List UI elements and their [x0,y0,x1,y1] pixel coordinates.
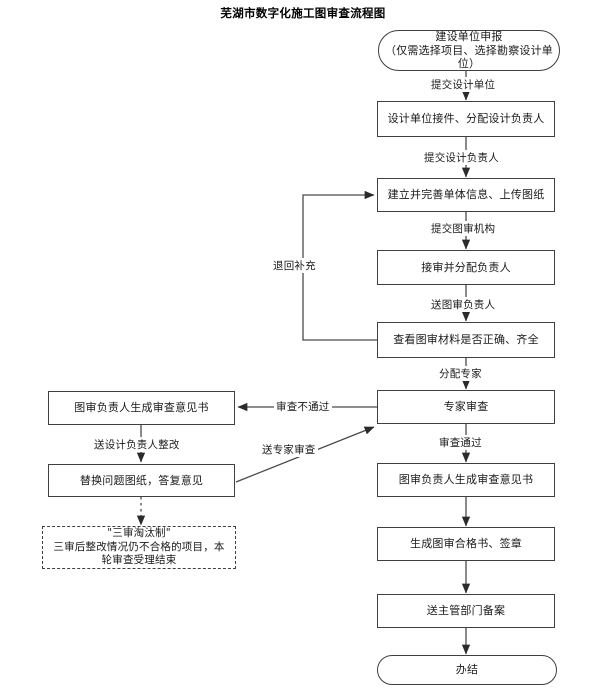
edge-label-submit-design-lead: 提交设计负责人 [422,150,501,165]
node-check-materials-label: 查看图审材料是否正确、齐全 [393,333,539,347]
edge-label-submit-design-unit: 提交设计单位 [429,77,498,92]
node-opinion-fail[interactable]: 图审负责人生成审查意见书 [48,391,235,425]
node-expert-review-label: 专家审查 [443,400,489,414]
node-replace-drawings-label: 替换问题图纸，答复意见 [79,473,204,487]
node-build-info[interactable]: 建立并完善单体信息、上传图纸 [377,178,555,212]
edge-label-review-passed: 审查通过 [437,435,484,450]
edge-label-submit-review-org: 提交图审机构 [429,221,498,236]
page-title: 芜湖市数字化施工图审查流程图 [220,6,386,20]
node-certificate-label: 生成图审合格书、签章 [410,537,522,551]
node-done-label: 办结 [455,663,479,677]
node-accept[interactable]: 接审并分配负责人 [377,250,555,285]
edge-label-send-expert-review: 送专家审查 [260,442,318,457]
node-expert-review[interactable]: 专家审查 [377,390,555,424]
node-record-filing[interactable]: 送主管部门备案 [377,594,555,628]
edge-label-assign-expert: 分配专家 [437,366,484,381]
node-build-info-label: 建立并完善单体信息、上传图纸 [387,188,545,202]
node-opinion-pass[interactable]: 图审负责人生成审查意见书 [377,463,555,497]
node-done[interactable]: 办结 [377,655,557,685]
node-eliminate-rule[interactable]: "三审淘汰制" 三审后整改情况仍不合格的项目，本轮审查受理结束 [42,526,236,569]
node-record-filing-label: 送主管部门备案 [426,604,506,618]
node-design-unit-label: 设计单位接件、分配设计负责人 [387,112,545,126]
node-accept-label: 接审并分配负责人 [421,260,511,274]
node-check-materials[interactable]: 查看图审材料是否正确、齐全 [377,322,555,358]
node-eliminate-rule-label: "三审淘汰制" 三审后整改情况仍不合格的项目，本轮审查受理结束 [53,527,225,567]
edge-label-send-design-lead-fix: 送设计负责人整改 [92,437,182,452]
node-apply[interactable]: 建设单位申报 （仅需选择项目、选择勘察设计单位） [378,30,560,71]
edge-label-review-failed: 审查不通过 [274,399,332,414]
edge-label-send-review-lead: 送图审负责人 [429,297,498,312]
node-opinion-pass-label: 图审负责人生成审查意见书 [398,473,534,487]
node-replace-drawings[interactable]: 替换问题图纸，答复意见 [48,464,235,497]
node-certificate[interactable]: 生成图审合格书、签章 [377,527,555,561]
edge-label-return-supplement: 退回补充 [271,258,318,273]
node-apply-label: 建设单位申报 （仅需选择项目、选择勘察设计单位） [385,29,553,71]
node-opinion-fail-label: 图审负责人生成审查意见书 [74,401,209,415]
node-design-unit[interactable]: 设计单位接件、分配设计负责人 [377,101,555,137]
